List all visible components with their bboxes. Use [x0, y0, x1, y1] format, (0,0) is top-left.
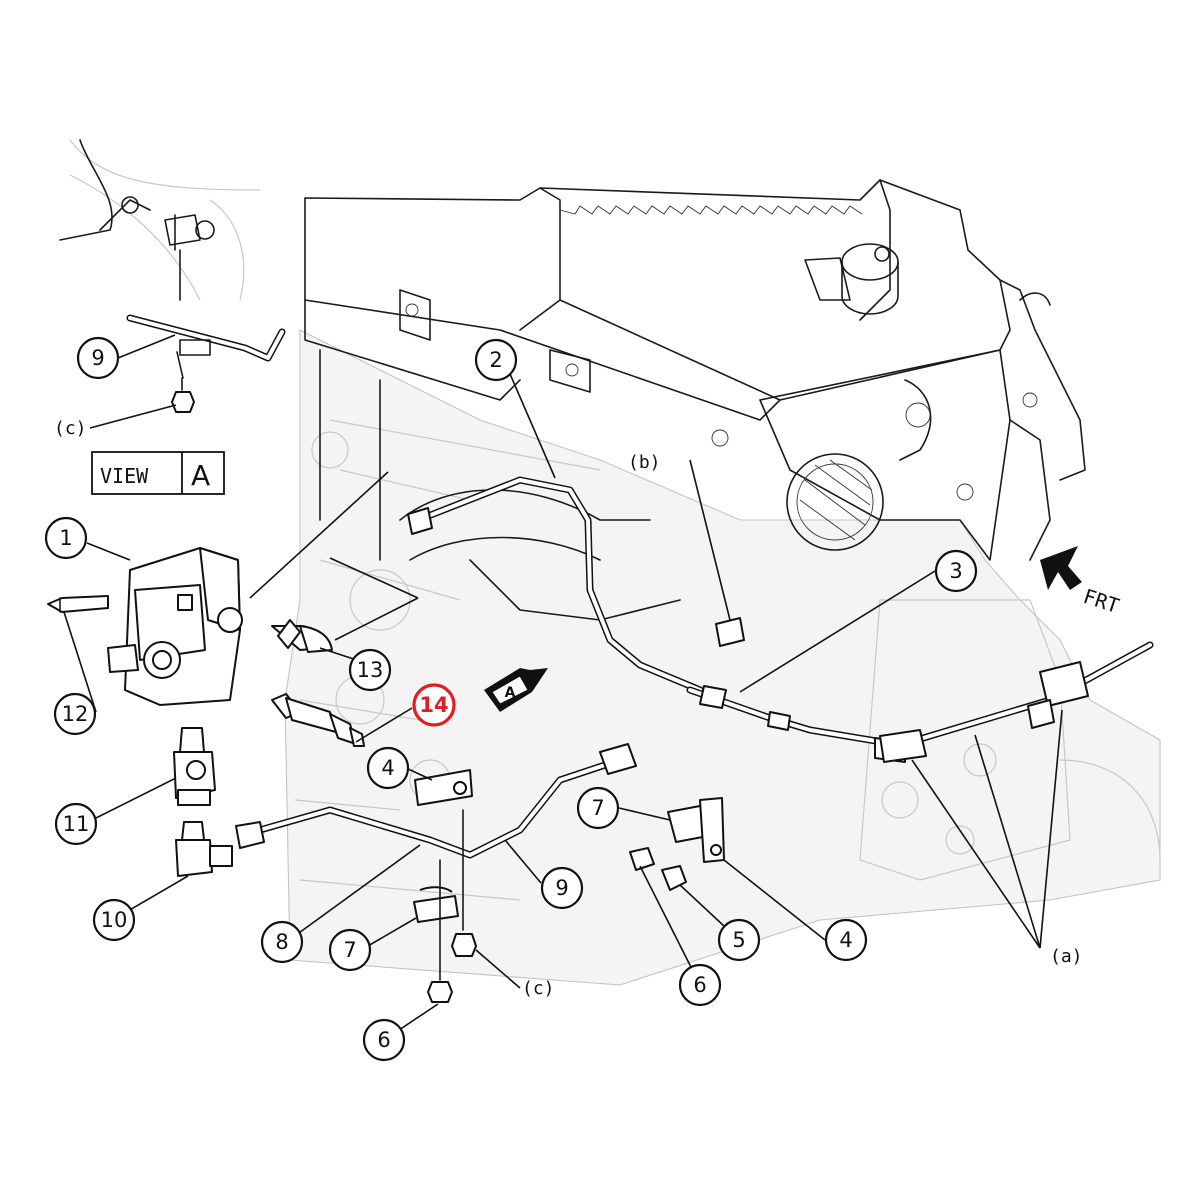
view-a-label: VIEW A — [91, 451, 225, 495]
fuel-pipe-2 — [414, 476, 704, 694]
front-indicator: FRT — [1040, 546, 1122, 618]
svg-text:11: 11 — [63, 812, 90, 836]
bracket-4-right — [699, 797, 725, 863]
fuel-pipe-9 — [242, 756, 624, 859]
svg-text:12: 12 — [62, 702, 89, 726]
callout-6-left: 6 — [362, 1018, 406, 1062]
svg-text:9: 9 — [555, 876, 568, 900]
clamp-7-left — [413, 886, 459, 923]
bracket-a — [879, 699, 1055, 763]
bolt-c-lower — [451, 809, 477, 957]
callout-7-left: 7 — [328, 928, 372, 972]
ref-label-c-top: (c) — [54, 418, 87, 439]
callout-4-right: 4 — [824, 918, 868, 962]
view-direction-arrow: A — [484, 668, 548, 712]
view-label-letter: A — [191, 459, 210, 492]
fitting-10 — [175, 821, 233, 877]
engine-block-drawing — [284, 179, 1161, 986]
bolt-6-left — [427, 859, 453, 1003]
svg-text:4: 4 — [381, 756, 394, 780]
callout-9-top: 9 — [76, 336, 120, 380]
ref-label-a: (a) — [1050, 946, 1083, 967]
callout-4-left: 4 — [366, 746, 410, 790]
view-label-word: VIEW — [100, 464, 149, 488]
svg-text:7: 7 — [343, 938, 356, 962]
supply-pump-assembly — [47, 547, 243, 706]
front-arrow-icon — [1040, 546, 1082, 590]
svg-text:2: 2 — [489, 348, 502, 372]
callout-13: 13 — [348, 648, 392, 692]
front-label: FRT — [1080, 584, 1122, 618]
ref-label-c-bottom: (c) — [522, 978, 555, 999]
callout-3: 3 — [934, 549, 978, 593]
view-arrow-letter: A — [505, 685, 516, 701]
svg-text:14: 14 — [419, 693, 448, 717]
ref-label-b: (b) — [628, 452, 661, 473]
svg-text:6: 6 — [377, 1028, 390, 1052]
callout-5: 5 — [717, 918, 761, 962]
callout-14-highlighted: 14 — [412, 683, 456, 727]
leader-lines — [63, 334, 1063, 1041]
svg-text:4: 4 — [839, 928, 852, 952]
svg-text:5: 5 — [732, 928, 745, 952]
callout-8: 8 — [260, 920, 304, 964]
callout-12: 12 — [53, 692, 97, 736]
svg-text:9: 9 — [91, 346, 104, 370]
callout-10: 10 — [92, 898, 136, 942]
callout-6-right: 6 — [678, 963, 722, 1007]
svg-text:8: 8 — [275, 930, 288, 954]
view-a-inset — [59, 139, 286, 413]
bolt-6-right — [629, 847, 655, 871]
callout-9-bottom: 9 — [540, 866, 584, 910]
svg-text:7: 7 — [591, 796, 604, 820]
bolt-5 — [661, 865, 687, 891]
callout-2: 2 — [474, 338, 518, 382]
fuel-line-fitting-14 — [271, 693, 365, 747]
svg-text:1: 1 — [59, 526, 72, 550]
callout-11: 11 — [54, 802, 98, 846]
svg-text:3: 3 — [949, 559, 962, 583]
svg-text:6: 6 — [693, 973, 706, 997]
svg-text:13: 13 — [357, 658, 384, 682]
callout-1: 1 — [44, 516, 88, 560]
callout-7-right: 7 — [576, 786, 620, 830]
elbow-fitting-13 — [271, 619, 333, 653]
svg-text:10: 10 — [101, 908, 128, 932]
fitting-11 — [173, 727, 216, 806]
